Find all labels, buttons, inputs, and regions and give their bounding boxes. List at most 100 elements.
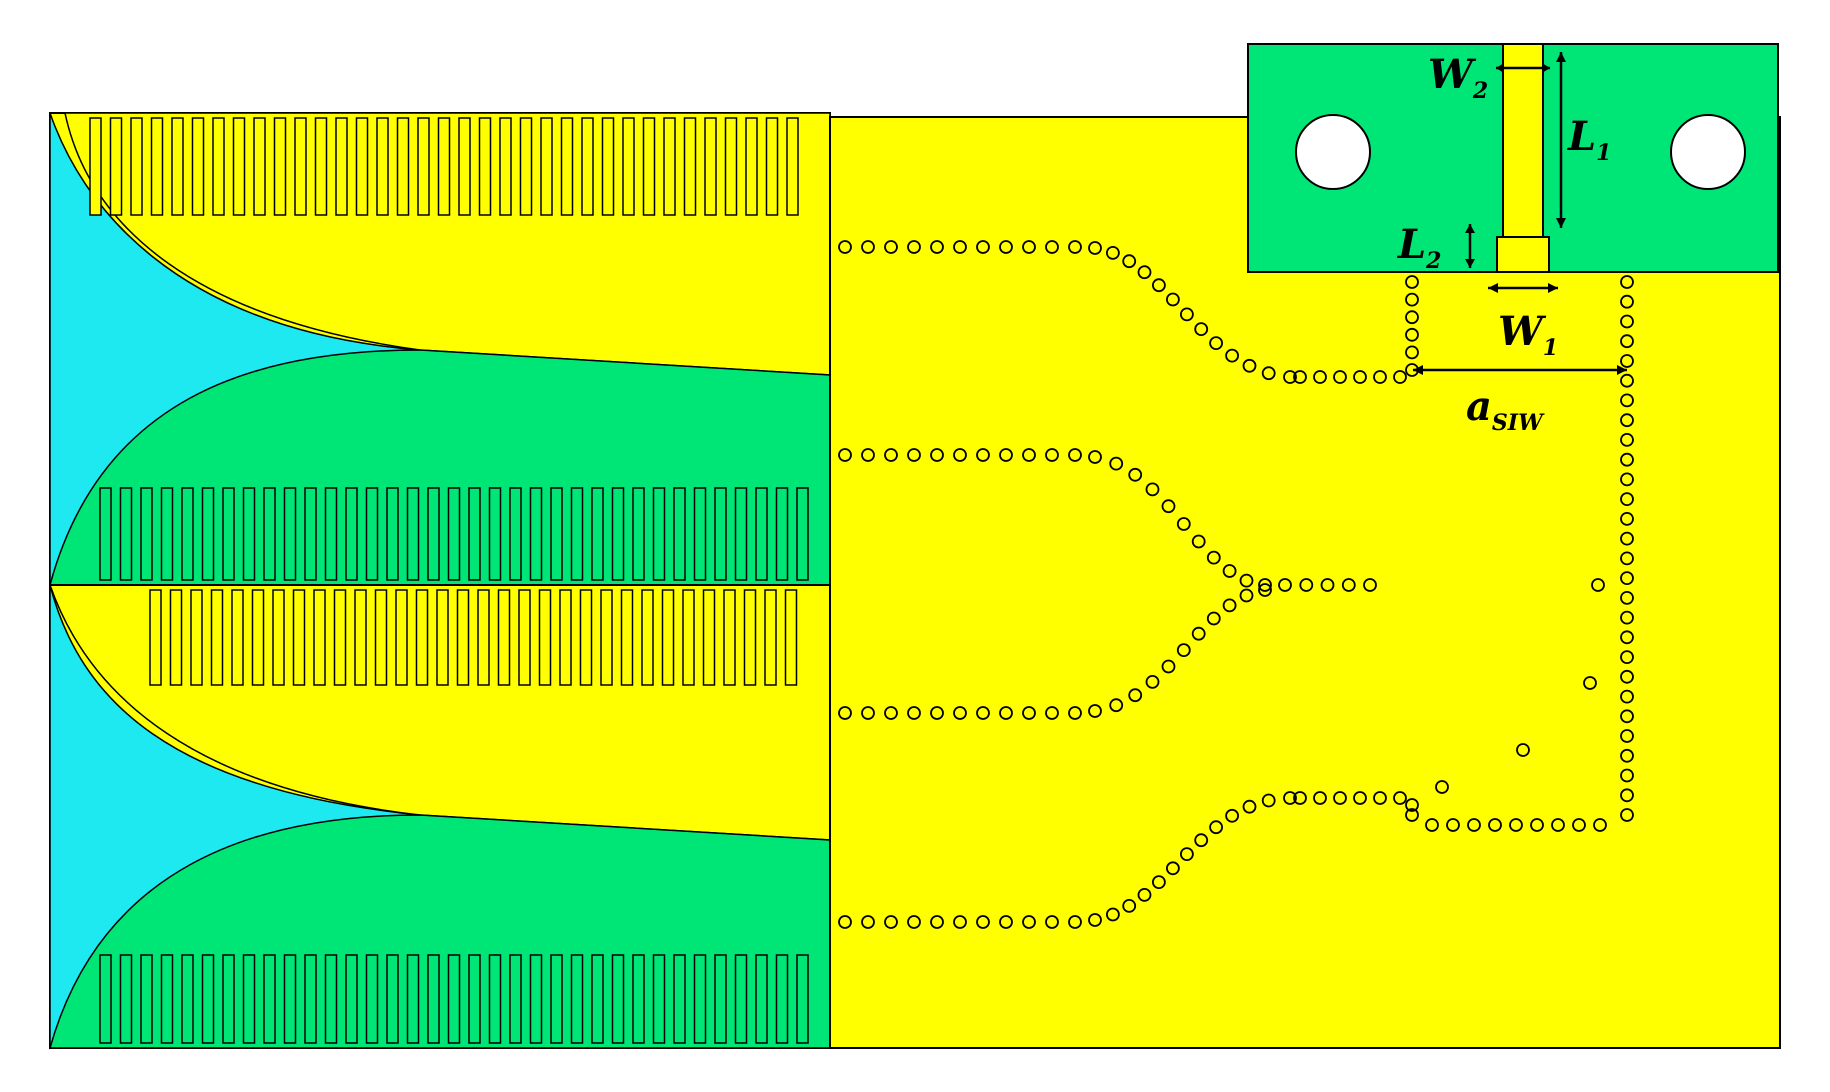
- slot-row-4: [570, 954, 584, 1044]
- via-hole: [953, 706, 967, 720]
- via-hole: [861, 915, 875, 929]
- via-hole: [1194, 322, 1209, 337]
- slot-row-4: [529, 954, 543, 1044]
- slot-row-4: [652, 954, 666, 1044]
- via-hole: [1278, 578, 1292, 592]
- slot-row-4: [509, 954, 522, 1044]
- via-hole: [1258, 583, 1272, 597]
- via-hole: [1405, 310, 1419, 325]
- slot-row-1: [663, 117, 676, 216]
- slot-row-4: [263, 954, 276, 1044]
- slot-row-2: [714, 487, 727, 581]
- slot-row-4: [550, 954, 563, 1044]
- via-hole: [1045, 448, 1059, 462]
- via-hole: [1620, 314, 1634, 329]
- slot-row-4: [693, 954, 707, 1044]
- via-hole: [930, 706, 944, 720]
- slot-row-2: [673, 487, 686, 581]
- via-hole: [884, 448, 898, 462]
- slot-row-1: [294, 117, 307, 216]
- via-hole: [884, 706, 898, 720]
- via-hole: [1242, 799, 1257, 814]
- slot-row-3: [477, 589, 490, 686]
- via-hole: [1313, 791, 1327, 805]
- slot-row-2: [386, 487, 399, 581]
- via-hole: [1122, 899, 1137, 913]
- via-hole: [976, 240, 990, 254]
- w1-arrowhead-right: [1548, 283, 1558, 293]
- slot-row-1: [232, 117, 246, 216]
- via-hole: [1333, 791, 1347, 805]
- via-hole: [1620, 709, 1634, 724]
- via-hole: [1593, 818, 1607, 832]
- mounting-hole-right: [1670, 114, 1746, 190]
- slot-row-2: [652, 487, 666, 581]
- slot-row-1: [499, 117, 512, 216]
- slot-row-3: [538, 589, 552, 686]
- via-hole: [1435, 780, 1449, 794]
- slot-row-2: [509, 487, 522, 581]
- label-w2: W2: [1428, 51, 1488, 104]
- via-hole: [884, 240, 898, 254]
- slot-row-3: [313, 589, 326, 686]
- via-hole: [930, 448, 944, 462]
- mounting-hole-left: [1295, 114, 1371, 190]
- via-hole: [838, 448, 852, 462]
- via-hole: [1620, 294, 1634, 309]
- slot-row-4: [283, 954, 297, 1044]
- via-hole: [976, 915, 990, 929]
- via-hole: [1045, 706, 1059, 720]
- slot-row-1: [601, 117, 615, 216]
- l2-arrowhead-bottom: [1465, 259, 1475, 268]
- via-hole: [1620, 768, 1634, 783]
- via-hole: [1088, 241, 1102, 255]
- via-hole: [1405, 275, 1419, 289]
- slot-row-2: [119, 487, 133, 581]
- slot-row-2: [468, 487, 481, 581]
- connector-pad: [1247, 43, 1779, 273]
- slot-row-2: [693, 487, 707, 581]
- feed-line: [1502, 43, 1544, 238]
- via-hole: [930, 915, 944, 929]
- via-hole: [907, 240, 921, 254]
- slot-row-2: [632, 487, 645, 581]
- slot-row-4: [755, 954, 768, 1044]
- via-hole: [1551, 818, 1565, 832]
- slot-row-3: [354, 589, 367, 686]
- via-hole: [1516, 743, 1530, 757]
- via-hole: [1106, 907, 1120, 922]
- via-hole: [1620, 492, 1634, 507]
- slot-row-2: [283, 487, 297, 581]
- slot-row-1: [478, 117, 492, 216]
- slot-row-2: [263, 487, 276, 581]
- slot-row-2: [324, 487, 338, 581]
- via-hole: [1405, 292, 1419, 307]
- slot-row-4: [140, 954, 153, 1044]
- slot-row-2: [734, 487, 748, 581]
- via-hole: [1620, 808, 1634, 822]
- slot-row-4: [447, 954, 461, 1044]
- slot-row-4: [365, 954, 379, 1044]
- slot-row-2: [365, 487, 379, 581]
- via-hole: [1180, 307, 1194, 322]
- slot-row-1: [109, 117, 123, 216]
- via-hole: [838, 706, 852, 720]
- via-hole: [1363, 578, 1377, 592]
- via-hole: [1488, 818, 1502, 832]
- slot-row-1: [212, 117, 225, 216]
- via-hole: [1353, 370, 1367, 384]
- slot-row-1: [335, 117, 348, 216]
- via-hole: [1109, 698, 1124, 713]
- slot-row-2: [99, 487, 112, 581]
- via-hole: [1620, 788, 1634, 803]
- via-hole: [861, 240, 875, 254]
- label-w1: W1: [1498, 308, 1558, 361]
- via-hole: [1106, 245, 1120, 260]
- slot-row-2: [796, 487, 809, 581]
- slot-row-3: [169, 589, 183, 686]
- antenna-array-section: [48, 112, 831, 1050]
- slot-row-1: [724, 117, 738, 216]
- slot-row-4: [673, 954, 686, 1044]
- via-hole: [1209, 820, 1223, 835]
- slot-row-3: [600, 589, 613, 686]
